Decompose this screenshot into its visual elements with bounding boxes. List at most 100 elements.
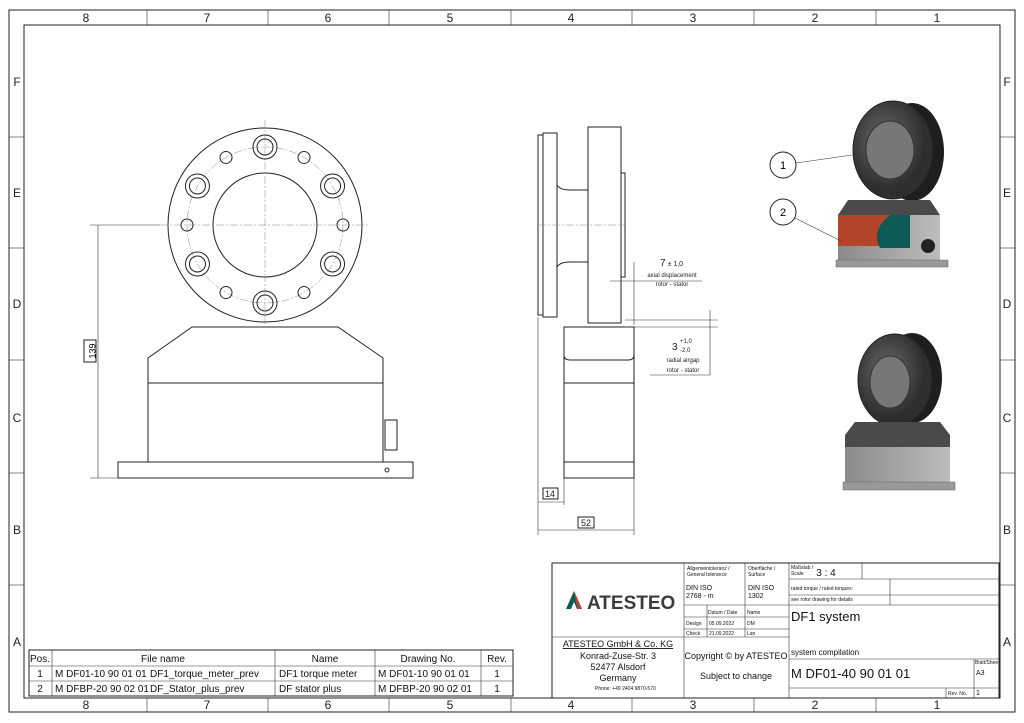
- height-dimension: 139: [83, 224, 160, 479]
- bolt-hole-small: [180, 218, 194, 232]
- zone-col-4: 4: [568, 11, 575, 25]
- radial-value: 3: [672, 342, 678, 353]
- zone-col-6: 6: [325, 11, 332, 25]
- sheet-value: A3: [976, 670, 985, 677]
- side-view: 7± 1,0 axial displacement rotor - stator…: [537, 126, 718, 535]
- zone-col-5: 5: [447, 11, 454, 25]
- bolt-hole-large: [252, 290, 278, 316]
- offset-dimension-label: 14: [545, 489, 555, 499]
- name-header: Name: [747, 610, 761, 616]
- subject-to-change: Subject to change: [700, 671, 772, 681]
- svg-text:1: 1: [780, 160, 786, 172]
- row1-pos: 1: [37, 669, 43, 680]
- zone-col-2-bottom: 2: [812, 698, 819, 712]
- bolt-hole-large: [324, 177, 342, 195]
- check-name: Lan: [747, 631, 756, 637]
- bolt-hole-large: [188, 255, 206, 273]
- width-dimension-label: 52: [581, 518, 591, 528]
- check-date: 21.09.2022: [709, 631, 734, 637]
- surf-label-1: Oberfläche /: [748, 566, 776, 572]
- tol-value-1: DIN ISO: [686, 585, 713, 592]
- header-file-name: File name: [141, 654, 185, 665]
- drawing-number: M DF01-40 90 01 01: [791, 666, 910, 681]
- bolt-hole-large: [188, 177, 206, 195]
- zone-row-e-right: E: [1003, 186, 1011, 200]
- rev-label: Rev. No.: [948, 691, 967, 697]
- title-block: ATESTEO Allgemeintoleranz / General tole…: [551, 562, 1000, 699]
- zone-row-a: A: [13, 635, 21, 649]
- bolt-hole-small: [336, 218, 350, 232]
- header-rev: Rev.: [487, 654, 507, 665]
- surf-value-1: DIN ISO: [748, 585, 775, 592]
- note-1: rated torque / rated torques:: [791, 586, 853, 592]
- zone-row-d: D: [13, 297, 22, 311]
- zone-col-7-bottom: 7: [204, 698, 211, 712]
- rev-value: 1: [976, 690, 980, 697]
- bolt-hole-large: [256, 138, 274, 156]
- surf-label-2: Surface: [748, 572, 765, 578]
- scale-label-2: Scale: [791, 571, 804, 577]
- sheet-label: Blatt/Sheet: [975, 660, 1000, 666]
- bolt-hole-small: [297, 286, 311, 300]
- drawing-title: DF1 system: [791, 609, 860, 624]
- surf-value-2: 1302: [748, 593, 764, 600]
- zone-row-a-right: A: [1003, 635, 1011, 649]
- company-name: ATESTEO GmbH & Co. KG: [563, 639, 673, 649]
- date-header: Datum / Date: [708, 610, 738, 616]
- isometric-view-assembled: [842, 333, 956, 491]
- bolt-hole-large: [256, 294, 274, 312]
- bolt-hole-small: [297, 150, 311, 164]
- zone-row-b-right: B: [1003, 523, 1011, 537]
- check-label: Check: [686, 631, 701, 637]
- radial-label-1: radial airgap: [666, 358, 700, 364]
- row1-number: M DF01-10 90 01 01: [55, 669, 147, 680]
- scale-label-1: Maßstab /: [791, 565, 814, 571]
- axial-label-1: axial displacement: [647, 273, 697, 279]
- row2-drawing: M DFBP-20 90 02 01: [378, 684, 472, 695]
- bolt-hole-large: [324, 255, 342, 273]
- radial-tol-plus: +1,0: [680, 339, 693, 345]
- company-country: Germany: [599, 673, 637, 683]
- design-date: 05.09.2022: [709, 621, 734, 627]
- axial-value: 7± 1,0: [660, 258, 683, 269]
- bolt-hole-large: [184, 173, 210, 199]
- bolt-hole-large: [252, 134, 278, 160]
- zone-col-1: 1: [934, 11, 941, 25]
- zone-col-8-bottom: 8: [83, 698, 90, 712]
- atesteo-logo: ATESTEO: [566, 591, 675, 614]
- tol-label-1: Allgemeintoleranz /: [687, 566, 730, 572]
- company-city: 52477 Alsdorf: [590, 662, 646, 672]
- row1-name: DF1 torque meter: [279, 669, 358, 680]
- zone-col-3-bottom: 3: [690, 698, 697, 712]
- company-street: Konrad-Zuse-Str. 3: [580, 651, 656, 661]
- svg-text:ATESTEO: ATESTEO: [587, 593, 675, 614]
- row2-rev: 1: [494, 684, 500, 695]
- design-name: DM: [747, 621, 755, 627]
- zone-col-6-bottom: 6: [325, 698, 332, 712]
- zone-col-2: 2: [812, 11, 819, 25]
- axial-label-2: rotor - stator: [656, 282, 689, 288]
- bolt-hole-large: [184, 251, 210, 277]
- zone-row-e: E: [13, 186, 21, 200]
- zone-col-3: 3: [690, 11, 697, 25]
- zone-row-f-right: F: [1003, 75, 1010, 89]
- design-label: Design: [686, 621, 702, 627]
- zone-col-8: 8: [83, 11, 90, 25]
- scale-value: 3 : 4: [816, 568, 836, 579]
- balloon-2: 2: [769, 198, 844, 243]
- row1-file: DF1_torque_meter_prev: [150, 669, 259, 680]
- tol-label-2: General tolerance: [687, 572, 727, 578]
- bolt-hole-small: [219, 286, 233, 300]
- isometric-view-exploded: [835, 100, 949, 268]
- subtitle: system compilation: [791, 648, 859, 657]
- row1-drawing: M DF01-10 90 01 01: [378, 669, 470, 680]
- row2-pos: 2: [37, 684, 43, 695]
- zone-row-f: F: [13, 75, 20, 89]
- header-pos: Pos.: [30, 654, 50, 665]
- zone-row-d-right: D: [1003, 297, 1012, 311]
- tol-value-2: 2768 - m: [686, 593, 714, 600]
- zone-col-1-bottom: 1: [934, 698, 941, 712]
- zone-row-c-right: C: [1003, 411, 1012, 425]
- row2-file: DF_Stator_plus_prev: [150, 684, 245, 695]
